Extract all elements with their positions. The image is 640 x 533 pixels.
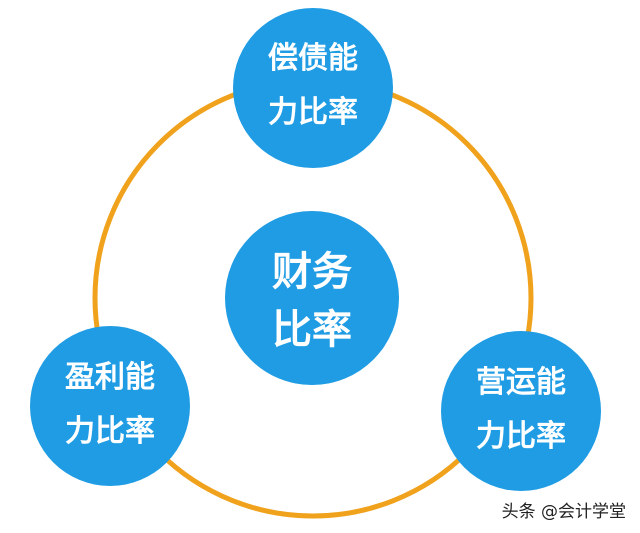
node-solvency-line1: 偿债能 xyxy=(268,41,358,76)
node-profitability-line2: 力比率 xyxy=(65,414,155,449)
node-operating-line2: 力比率 xyxy=(476,419,566,454)
node-operating-line1: 营运能 xyxy=(476,365,566,400)
center-node-circle xyxy=(225,211,399,385)
node-operating-circle xyxy=(441,331,601,491)
node-profitability-ratio: 盈利能 力比率 xyxy=(30,326,190,486)
watermark-text: 头条 @会计学堂 xyxy=(501,502,626,522)
node-profitability-line1: 盈利能 xyxy=(65,360,155,395)
node-solvency-ratio: 偿债能 力比率 xyxy=(233,8,393,168)
center-node-financial-ratio: 财务 比率 xyxy=(225,211,399,385)
node-profitability-circle xyxy=(30,326,190,486)
node-solvency-circle xyxy=(233,8,393,168)
center-node-line1: 财务 xyxy=(272,249,352,295)
node-solvency-line2: 力比率 xyxy=(268,95,358,130)
center-node-line2: 比率 xyxy=(272,307,352,353)
node-operating-ratio: 营运能 力比率 xyxy=(441,331,601,491)
